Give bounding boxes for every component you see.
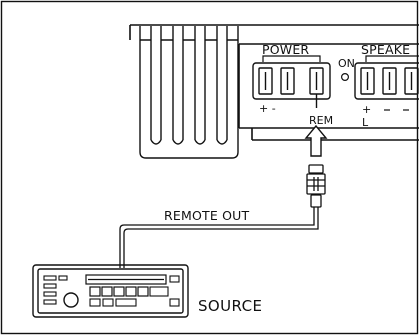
head-unit (32, 264, 189, 318)
source-label: SOURCE (198, 297, 262, 315)
on-label: ON (338, 57, 355, 70)
speaker-bracket (365, 55, 419, 62)
speaker-terminal-block (354, 62, 419, 100)
remote-cable (119, 207, 319, 268)
on-led (341, 72, 350, 81)
head-unit-cassette-slot (85, 274, 167, 285)
rem-label: REM (309, 114, 333, 127)
rem-connector (306, 164, 326, 208)
head-unit-left-buttons (43, 275, 68, 305)
speaker-label: SPEAKE (361, 42, 410, 57)
head-unit-knob (63, 292, 79, 308)
speaker-plus-label: + (362, 103, 371, 116)
heat-sink (139, 26, 239, 159)
amplifier (129, 24, 419, 141)
remote-out-label: REMOTE OUT (164, 208, 250, 223)
head-unit-bottom-buttons (89, 275, 180, 307)
power-label: POWER (262, 42, 309, 57)
connection-arrow (304, 124, 328, 157)
power-terminal-block (252, 62, 331, 100)
power-polarity-label: + - (259, 102, 276, 115)
head-unit-preset-buttons (89, 286, 149, 297)
power-bracket (262, 55, 321, 62)
speaker-l-label: L (362, 116, 369, 129)
